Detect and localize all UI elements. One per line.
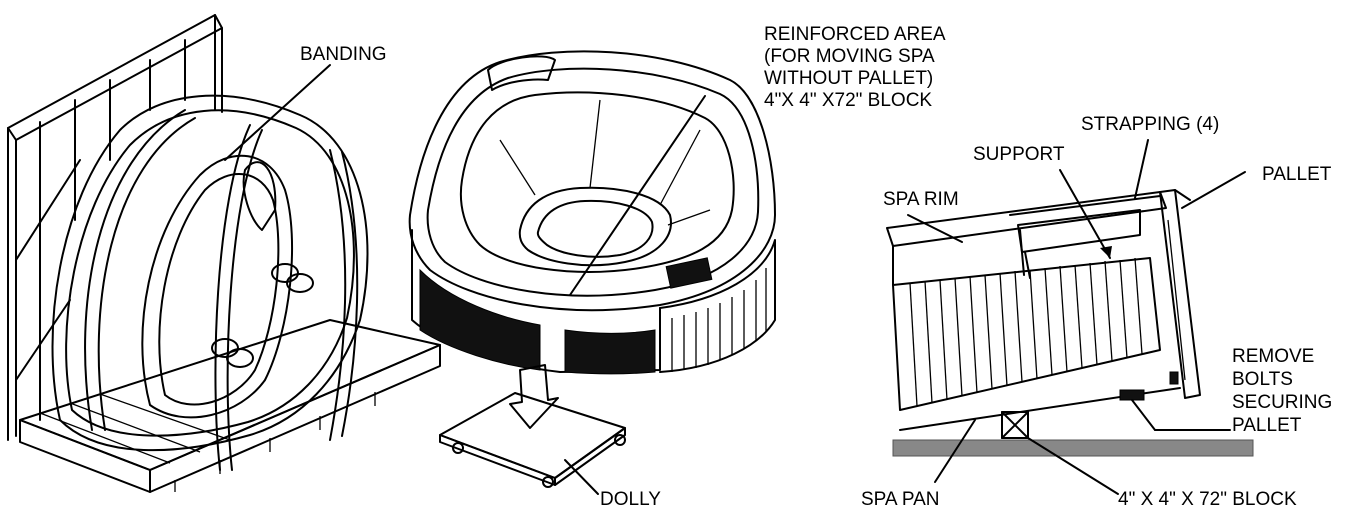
label-remove-bolts-line4: PALLET xyxy=(1232,415,1302,436)
label-strapping: STRAPPING (4) xyxy=(1081,114,1219,135)
label-spa-pan: SPA PAN xyxy=(861,489,940,510)
label-reinforced-area-line4: 4"X 4" X72" BLOCK xyxy=(764,90,932,111)
label-banding: BANDING xyxy=(300,44,387,65)
label-pallet: PALLET xyxy=(1262,164,1332,185)
label-reinforced-area: REINFORCED AREA xyxy=(764,24,946,45)
label-dolly: DOLLY xyxy=(600,489,661,510)
left-spa-on-pallet-drawing xyxy=(7,14,441,493)
wood-block xyxy=(1001,411,1029,439)
floor xyxy=(892,439,1254,457)
label-reinforced-area-line2: (FOR MOVING SPA xyxy=(764,46,935,67)
label-remove-bolts-line3: SECURING xyxy=(1232,392,1332,413)
right-side-view-drawing xyxy=(886,189,1254,457)
skirt-slats xyxy=(671,268,767,372)
label-support: SUPPORT xyxy=(973,144,1065,165)
label-block: 4" X 4" X 72" BLOCK xyxy=(1118,489,1297,510)
side-skirt-slats xyxy=(909,257,1143,407)
middle-spa-drawing xyxy=(408,50,776,488)
leader-lines xyxy=(224,64,1246,495)
left-spa-jets xyxy=(211,263,314,368)
labels: BANDING REINFORCED AREA (FOR MOVING SPA … xyxy=(300,24,1332,510)
label-reinforced-area-line3: WITHOUT PALLET) xyxy=(764,68,933,89)
label-spa-rim: SPA RIM xyxy=(883,189,959,210)
label-remove-bolts-line2: BOLTS xyxy=(1232,369,1293,390)
label-remove-bolts: REMOVE xyxy=(1232,346,1314,367)
